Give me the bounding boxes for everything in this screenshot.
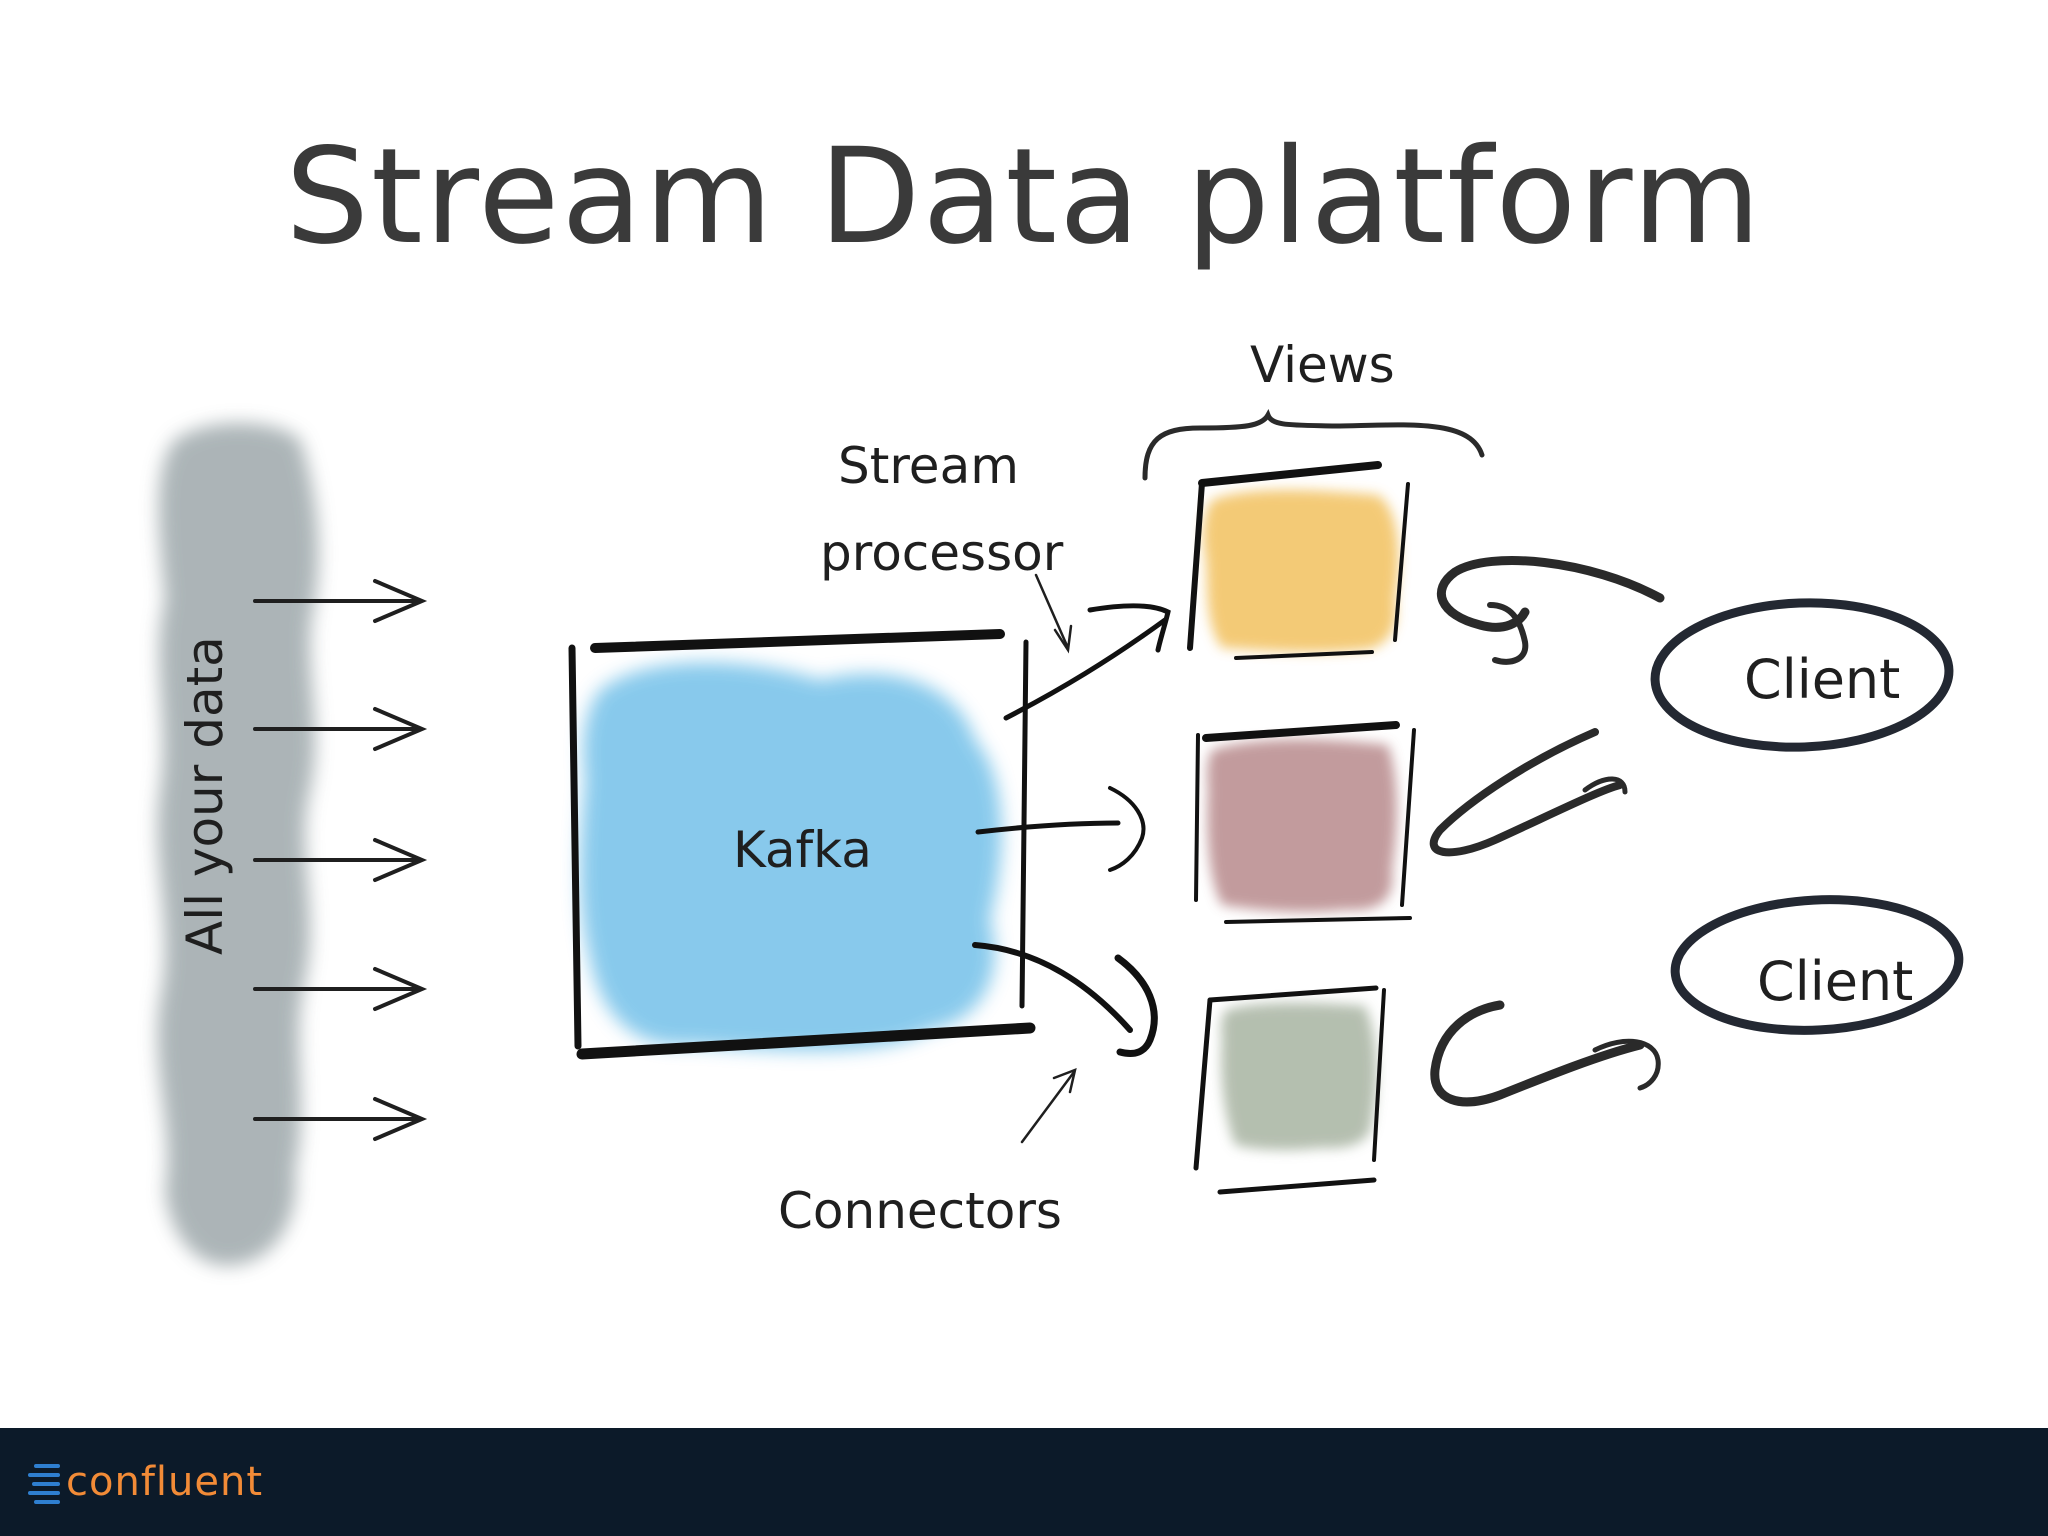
stream-processor-label-line1: Stream [838, 437, 1019, 495]
client-1-to-view-1-swoosh [1436, 556, 1665, 632]
kafka-label: Kafka [733, 821, 872, 879]
client-top-ellipse [1650, 598, 1954, 752]
view-3-fill [1221, 1002, 1377, 1151]
data-source-label: All your data [176, 636, 234, 955]
footer-bar: confluent [0, 1428, 2048, 1536]
client-top-label: Client [1744, 648, 1900, 711]
view-2-to-client-tail [1582, 776, 1628, 795]
input-arrow-5 [253, 1097, 428, 1141]
connector-to-view-2 [975, 820, 1121, 835]
output-connectors [972, 603, 1171, 1057]
client-interactions [1429, 556, 1665, 1107]
input-arrow-3 [253, 838, 428, 882]
input-arrow-1 [253, 579, 428, 623]
client-bottom-ellipse [1670, 895, 1964, 1035]
connectors-pointer [1020, 1068, 1077, 1144]
view-1-frame [1187, 461, 1410, 660]
view-2-to-client-swoosh [1429, 728, 1624, 857]
kafka-box [568, 629, 1036, 1060]
view-2-frame [1194, 721, 1416, 924]
connector-to-view-1 [1003, 617, 1168, 721]
views-brace [1142, 408, 1485, 481]
stream-processor-pointer [1034, 573, 1073, 654]
confluent-logo-icon [28, 1464, 60, 1504]
input-arrow-4 [253, 967, 428, 1011]
input-arrow-2 [253, 707, 428, 751]
slide-title: Stream Data platform [285, 120, 1763, 274]
connector-to-view-3 [972, 942, 1133, 1033]
architecture-diagram: All your data Kafka Stream processor [157, 336, 1964, 1266]
view-1-fill [1203, 490, 1399, 653]
view-3-to-client-swoosh [1430, 1000, 1645, 1107]
data-source-cloud [157, 423, 319, 1266]
connector-arrowhead-1 [1087, 603, 1171, 653]
view-2-fill [1207, 739, 1397, 913]
input-arrows [253, 579, 428, 1141]
connector-arrowhead-3 [1114, 954, 1158, 1057]
client-bottom-label: Client [1757, 950, 1913, 1013]
connectors-label: Connectors [778, 1182, 1062, 1240]
connector-arrowhead-2 [1108, 786, 1146, 872]
view-3-to-client-tail [1592, 1038, 1661, 1091]
view-3-frame [1193, 985, 1386, 1195]
stream-processor-label-line2: processor [820, 524, 1064, 582]
client-1-to-view-1-tail [1487, 602, 1529, 665]
views-label: Views [1250, 336, 1395, 394]
kafka-fill [580, 662, 1002, 1051]
confluent-logo-text: confluent [66, 1459, 264, 1505]
confluent-logo[interactable]: confluent [28, 1452, 263, 1512]
